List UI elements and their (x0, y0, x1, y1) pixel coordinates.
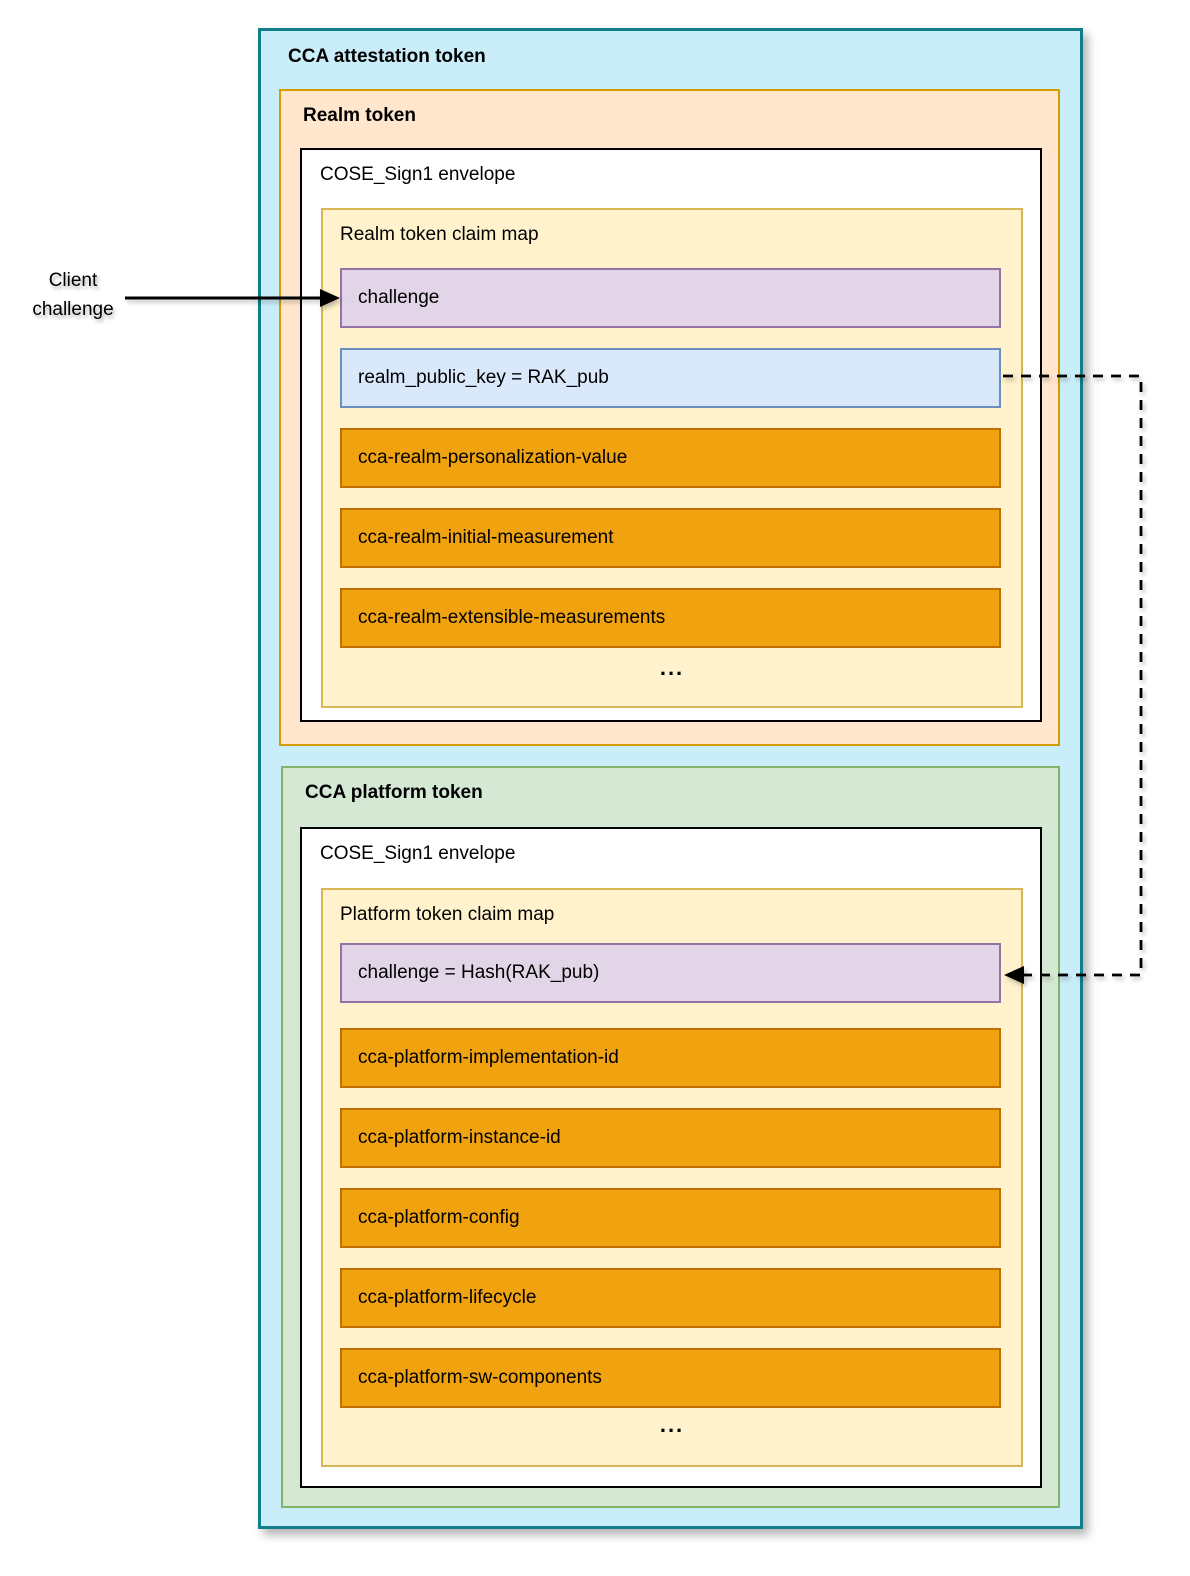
realm-cose-sign1-envelope-box: COSE_Sign1 envelope Realm token claim ma… (300, 148, 1042, 722)
realm-cose-sign1-envelope-label: COSE_Sign1 envelope (320, 164, 516, 185)
platform-token-claim-map-label: Platform token claim map (340, 904, 555, 925)
claim-cca-platform-implementation-id: cca-platform-implementation-id (340, 1028, 1001, 1088)
realm-token-claim-map-box: Realm token claim map challenge realm_pu… (321, 208, 1023, 708)
cca-platform-token-title: CCA platform token (305, 782, 483, 803)
cca-platform-token-box: CCA platform token COSE_Sign1 envelope P… (281, 766, 1060, 1508)
claim-cca-realm-initial-measurement: cca-realm-initial-measurement (340, 508, 1001, 568)
claim-challenge: challenge (340, 268, 1001, 328)
client-challenge-label: Client challenge (8, 266, 138, 324)
cca-attestation-token-title: CCA attestation token (288, 46, 486, 67)
client-challenge-line1: Client (48, 270, 98, 291)
platform-token-claim-map-box: Platform token claim map challenge = Has… (321, 888, 1023, 1467)
claim-cca-platform-lifecycle: cca-platform-lifecycle (340, 1268, 1001, 1328)
claim-realm-public-key: realm_public_key = RAK_pub (340, 348, 1001, 408)
realm-token-title: Realm token (303, 105, 416, 126)
cca-attestation-token-box: CCA attestation token Realm token COSE_S… (258, 28, 1083, 1529)
claim-cca-platform-sw-components: cca-platform-sw-components (340, 1348, 1001, 1408)
claim-cca-platform-instance-id: cca-platform-instance-id (340, 1108, 1001, 1168)
realm-claims-ellipsis: ... (659, 655, 685, 680)
platform-claims-ellipsis: ... (659, 1412, 685, 1437)
claim-cca-realm-personalization-value: cca-realm-personalization-value (340, 428, 1001, 488)
claim-challenge-hash-rak-pub: challenge = Hash(RAK_pub) (340, 943, 1001, 1003)
platform-cose-sign1-envelope-box: COSE_Sign1 envelope Platform token claim… (300, 827, 1042, 1488)
client-challenge-line2: challenge (32, 299, 114, 320)
realm-token-box: Realm token COSE_Sign1 envelope Realm to… (279, 89, 1060, 746)
claim-cca-realm-extensible-measurements: cca-realm-extensible-measurements (340, 588, 1001, 648)
claim-cca-platform-config: cca-platform-config (340, 1188, 1001, 1248)
platform-cose-sign1-envelope-label: COSE_Sign1 envelope (320, 843, 516, 864)
realm-token-claim-map-label: Realm token claim map (340, 224, 539, 245)
